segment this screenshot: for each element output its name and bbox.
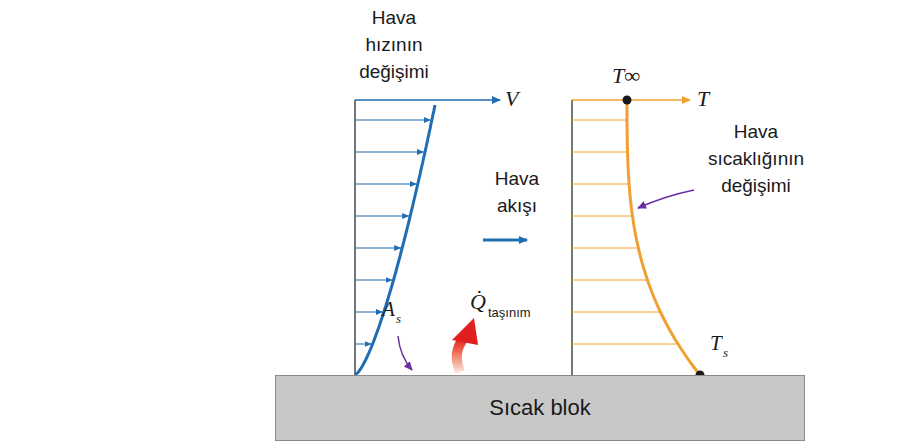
velocity-arrow <box>355 344 372 345</box>
velocity-arrow <box>355 312 383 313</box>
t-inf-dot <box>623 96 632 105</box>
area-subscript: s <box>396 312 401 326</box>
profile-title: Hava hızının değişimi <box>344 4 444 85</box>
leader-line <box>398 336 412 370</box>
velocity-axis <box>354 100 355 375</box>
heat-symbol: Q̇ <box>470 290 486 314</box>
axis-label: V <box>505 87 518 111</box>
velocity-arrow <box>355 216 409 217</box>
temperature-line <box>572 248 638 249</box>
velocity-arrows <box>355 120 431 344</box>
profile-title: Hava sıcaklığının değişimi <box>690 118 822 199</box>
temperature-profile <box>627 100 700 375</box>
heat-arrow-head <box>452 318 478 345</box>
flow-arrow <box>483 239 527 242</box>
velocity-arrow <box>355 280 393 281</box>
velocity-profile <box>355 105 435 375</box>
block-label: Sıcak blok <box>489 395 591 421</box>
heat-subscript: taşınım <box>488 306 531 320</box>
leader-line <box>638 190 694 208</box>
velocity-arrow <box>355 152 424 153</box>
heat-arrow-shaft <box>457 338 464 372</box>
temperature-line <box>572 120 627 121</box>
temperature-line <box>572 312 660 313</box>
temperature-line <box>572 344 678 345</box>
temperature-label: T∞ <box>612 64 640 88</box>
temperature-label: T <box>710 332 722 355</box>
velocity-arrow <box>355 248 401 249</box>
velocity-arrow <box>355 120 431 121</box>
flow-label: Hava akışı <box>478 165 556 219</box>
velocity-arrow <box>355 184 417 185</box>
temperature-axis <box>571 100 572 375</box>
temperature-line <box>572 216 633 217</box>
temperature-line <box>572 280 648 281</box>
hot-block: Sıcak blok <box>275 375 805 441</box>
temperature-lines <box>572 120 678 344</box>
area-symbol: A <box>382 298 395 321</box>
axis-label: T <box>697 87 709 111</box>
temperature-line <box>572 152 628 153</box>
temperature-subscript: s <box>723 346 728 360</box>
temperature-line <box>572 184 629 185</box>
velocity-axis-arrow <box>355 99 500 101</box>
